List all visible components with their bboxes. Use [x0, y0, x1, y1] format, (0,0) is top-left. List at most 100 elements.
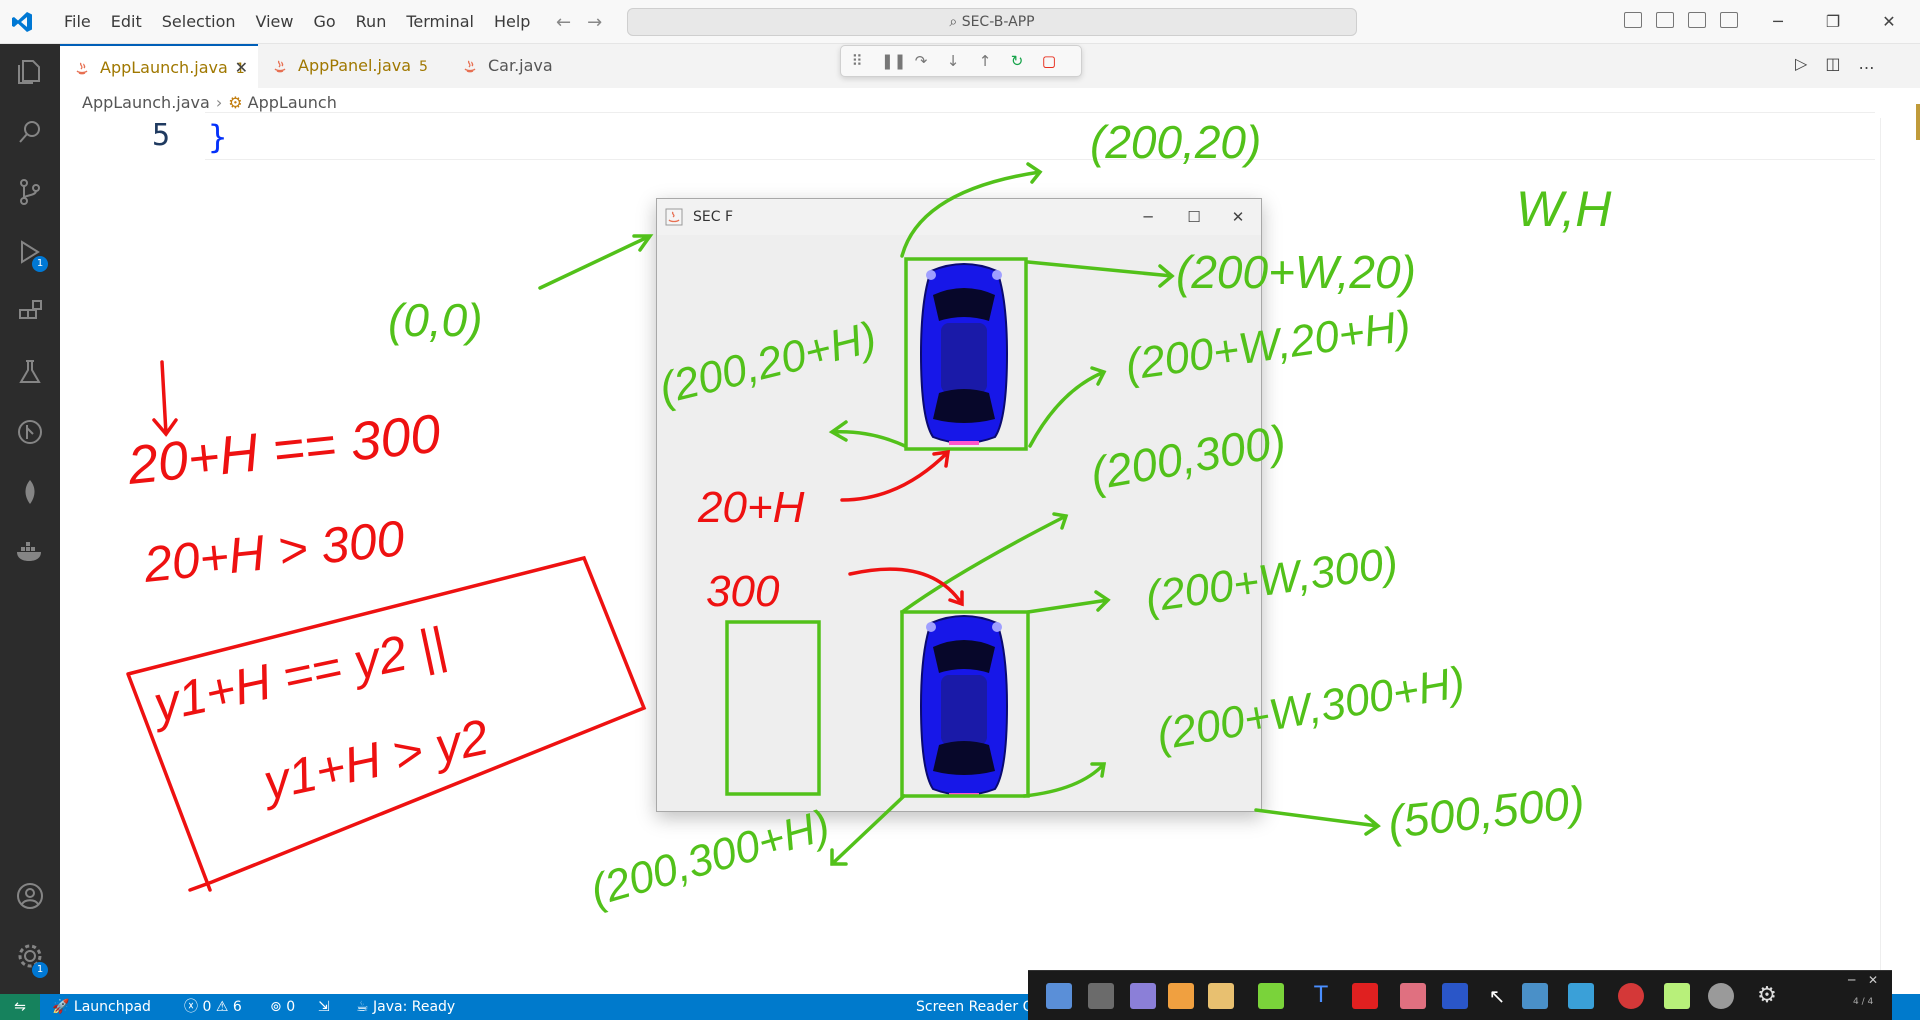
more-actions-icon[interactable]: … — [1858, 54, 1875, 73]
search-icon[interactable] — [14, 116, 46, 148]
ports-item[interactable]: ⊚ 0 — [270, 994, 295, 1020]
pen-page-indicator: 4 / 4 — [1853, 997, 1874, 1007]
activity-bar: 1 1 — [0, 44, 60, 994]
screenshot-icon[interactable] — [1522, 983, 1548, 1009]
highlighter-icon[interactable] — [1258, 983, 1284, 1009]
run-icon[interactable]: ▷ — [1795, 54, 1808, 73]
error-icon: ⓧ — [184, 999, 203, 1015]
car-sprite-top — [919, 263, 1009, 445]
docker-icon[interactable] — [14, 536, 46, 568]
minimize-icon[interactable]: ─ — [1773, 12, 1783, 31]
stop-icon[interactable]: ▢ — [1041, 52, 1057, 70]
java-window-titlebar[interactable]: SEC F ─ ☐ ✕ — [657, 199, 1261, 235]
debug-launch-icon[interactable]: ⇲ — [318, 999, 330, 1015]
current-line-highlight — [205, 112, 1875, 160]
warning-icon: ⚠ — [215, 999, 233, 1015]
undo-icon[interactable] — [1442, 983, 1468, 1009]
run-debug-icon[interactable] — [14, 236, 46, 268]
rocket-icon: 🚀 — [52, 999, 74, 1015]
launchpad-item[interactable]: 🚀 Launchpad — [52, 994, 151, 1020]
breadcrumb-symbol[interactable]: AppLaunch — [247, 93, 337, 112]
testing-icon[interactable] — [14, 356, 46, 388]
menu-file[interactable]: File — [64, 12, 91, 31]
command-center-search[interactable]: ⌕ SEC-B-APP — [627, 8, 1357, 36]
settings-gear-icon[interactable] — [14, 940, 46, 972]
record-icon[interactable] — [1618, 983, 1644, 1009]
breadcrumb-file[interactable]: AppLaunch.java — [82, 93, 210, 112]
undo-board-icon[interactable] — [1130, 983, 1156, 1009]
step-out-icon[interactable]: ↑ — [978, 52, 992, 70]
webcam-icon[interactable] — [1708, 983, 1734, 1009]
save-disk-icon[interactable] — [1088, 983, 1114, 1009]
restore-icon[interactable]: ❐ — [1825, 12, 1841, 31]
pen-minimize-icon[interactable]: ─ — [1848, 973, 1856, 987]
step-into-icon[interactable]: ↓ — [946, 52, 960, 70]
java-status-item[interactable]: ☕ Java: Ready — [356, 994, 455, 1020]
scrollbar-marker[interactable] — [1916, 104, 1920, 140]
java-file-icon — [464, 60, 476, 73]
warning-count: 6 — [232, 999, 242, 1015]
minimize-icon[interactable]: ─ — [1143, 208, 1153, 226]
pencil-icon[interactable] — [1208, 983, 1234, 1009]
cursor-icon[interactable]: ↖ — [1488, 984, 1506, 1008]
redo-board-icon[interactable] — [1168, 983, 1194, 1009]
close-icon[interactable]: ✕ — [1231, 208, 1245, 226]
car-sprite-bottom — [919, 615, 1009, 797]
tab-car[interactable]: Car.java — [448, 44, 598, 88]
restart-icon[interactable]: ↻ — [1010, 52, 1024, 70]
menu-help[interactable]: Help — [493, 12, 531, 31]
breadcrumb: AppLaunch.java›⚙ AppLaunch — [60, 88, 1920, 118]
git-graph-icon[interactable] — [14, 416, 46, 448]
toggle-secondary-sidebar-icon[interactable] — [1688, 12, 1706, 28]
menu-run[interactable]: Run — [355, 12, 387, 31]
line-tool-icon[interactable] — [1568, 983, 1594, 1009]
drag-handle-icon[interactable]: ⠿ — [851, 52, 863, 70]
code-line[interactable]: } — [208, 118, 228, 156]
account-icon[interactable] — [14, 880, 46, 912]
pause-icon[interactable]: ❚❚ — [881, 52, 907, 70]
menu-edit[interactable]: Edit — [110, 12, 142, 31]
problems-item[interactable]: ⓧ 0 ⚠ 6 — [184, 994, 242, 1020]
toggle-sidebar-icon[interactable] — [1624, 12, 1642, 28]
source-control-icon[interactable] — [14, 176, 46, 208]
menu-bar: File Edit Selection View Go Run Terminal… — [54, 0, 540, 44]
settings-gear-icon[interactable]: ⚙ — [1757, 983, 1777, 1008]
forward-arrow-icon[interactable]: → — [587, 12, 603, 33]
java-file-icon — [274, 60, 286, 73]
java-file-icon — [76, 62, 88, 75]
split-editor-icon[interactable]: ◫ — [1825, 54, 1841, 73]
class-symbol-icon: ⚙ — [228, 93, 248, 112]
explorer-icon[interactable] — [14, 56, 46, 88]
pen-annotation-toolbar: T ↖ ⚙ ─ ✕ 4 / 4 — [1028, 970, 1892, 1020]
remote-indicator-icon[interactable]: ⇋ — [0, 994, 40, 1020]
eraser-icon[interactable] — [1400, 983, 1426, 1009]
vscode-logo-icon — [12, 12, 32, 32]
menu-view[interactable]: View — [255, 12, 294, 31]
menu-go[interactable]: Go — [313, 12, 336, 31]
mongodb-leaf-icon[interactable] — [14, 476, 46, 508]
extensions-icon[interactable] — [14, 296, 46, 328]
search-icon: ⌕ — [949, 14, 962, 30]
screen-reader-item[interactable]: Screen Reader O — [916, 999, 1034, 1015]
minimap[interactable] — [1880, 118, 1920, 994]
color-picker-icon[interactable] — [1352, 983, 1378, 1009]
whiteboard-icon[interactable] — [1664, 983, 1690, 1009]
text-tool-icon[interactable]: T — [1314, 983, 1328, 1008]
toggle-panel-icon[interactable] — [1656, 12, 1674, 28]
tab-label: AppLaunch.java — [100, 58, 228, 77]
step-over-icon[interactable]: ↷ — [914, 52, 928, 70]
maximize-icon[interactable]: ☐ — [1187, 208, 1201, 226]
menu-selection[interactable]: Selection — [161, 12, 236, 31]
customize-layout-icon[interactable] — [1720, 12, 1738, 28]
back-arrow-icon[interactable]: ← — [556, 12, 572, 33]
java-window-title: SEC F — [693, 209, 734, 225]
close-window-icon[interactable]: ✕ — [1882, 12, 1896, 31]
pen-close-icon[interactable]: ✕ — [1868, 973, 1879, 987]
menu-terminal[interactable]: Terminal — [406, 12, 474, 31]
settings-badge: 1 — [32, 962, 48, 978]
close-icon[interactable]: ✕ — [234, 58, 248, 77]
pointer-star-icon[interactable] — [1046, 983, 1072, 1009]
tab-label: AppPanel.java — [298, 56, 412, 75]
